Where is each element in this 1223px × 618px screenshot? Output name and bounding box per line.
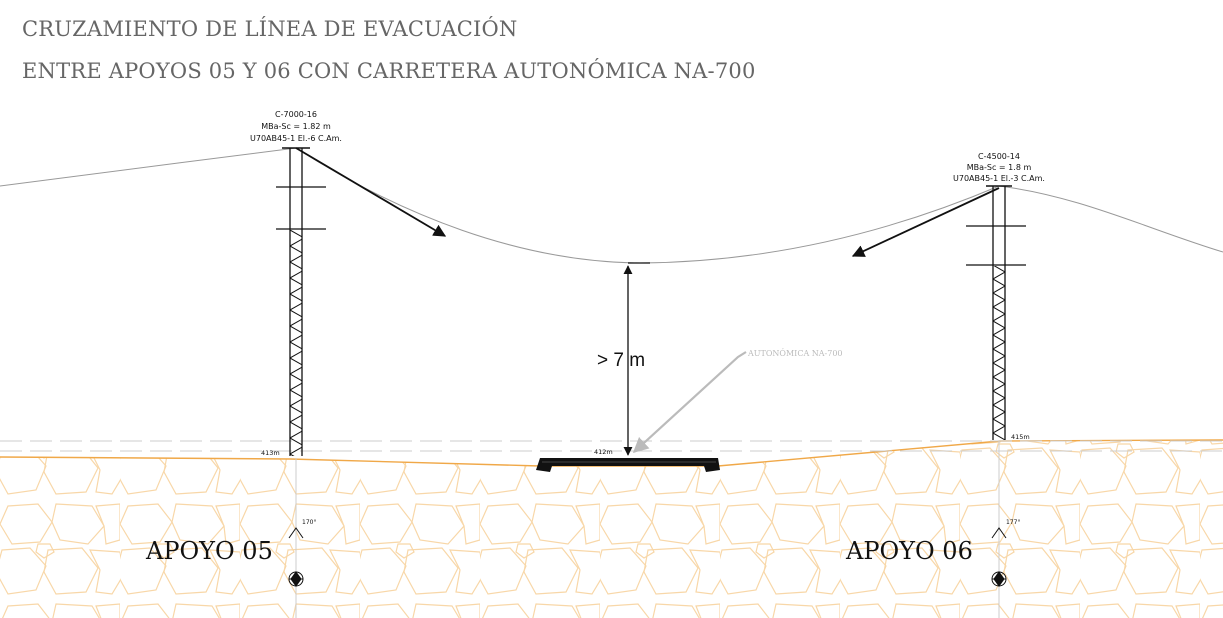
apoyo-05-tower: [276, 147, 447, 456]
apoyo-06-label: APOYO 06: [845, 537, 973, 565]
apoyo-06-tower: [851, 185, 1026, 440]
apoyo-06-spec-chain: U70AB45-1 El.-3 C.Am.: [953, 174, 1045, 183]
apoyo-06-azimuth-marker: [991, 527, 1007, 587]
apoyo-05-spec-mba: MBa-Sc = 1.82 m: [261, 122, 331, 131]
drawing-title-line-1: CRUZAMIENTO DE LÍNEA DE EVACUACIÓN: [22, 17, 518, 41]
apoyo-05-angle: 170°: [302, 519, 316, 526]
terrain-fill: [0, 440, 1223, 618]
apoyo-06-angle: 177°: [1006, 519, 1020, 526]
clearance-label: > 7 m: [597, 350, 645, 371]
conductor-catenary: [0, 147, 1223, 264]
clearance-dimension: [623, 262, 650, 456]
drawing-title-line-2: ENTRE APOYOS 05 Y 06 CON CARRETERA AUTON…: [22, 59, 756, 83]
apoyo-05-label: APOYO 05: [145, 537, 273, 565]
apoyo-06-spec-type: C-4500-14: [978, 152, 1020, 161]
road-na-700: [536, 458, 720, 472]
apoyo-06-spec-mba: MBa-Sc = 1.8 m: [967, 163, 1032, 172]
road-name-label: AUTONÓMICA NA-700: [747, 349, 843, 358]
apoyo-05-azimuth-marker: [288, 527, 304, 587]
apoyo-05-spec-type: C-7000-16: [275, 110, 317, 119]
apoyo-05-spec-chain: U70AB45-1 El.-6 C.Am.: [250, 134, 342, 143]
apoyo-06-ground-elevation: 415m: [1011, 433, 1030, 441]
road-elevation: 412m: [594, 448, 613, 456]
road-leader-line: [632, 351, 747, 454]
apoyo-05-ground-elevation: 413m: [261, 449, 280, 457]
